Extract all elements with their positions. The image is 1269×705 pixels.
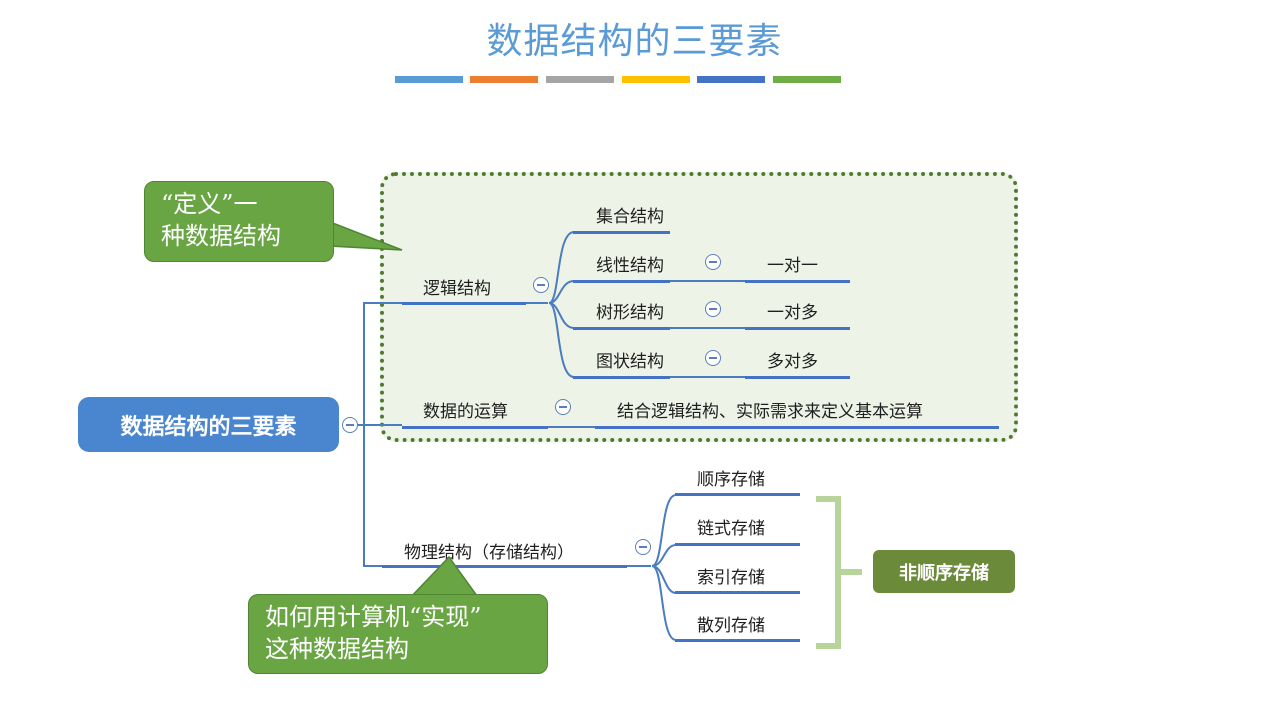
tree-detail-label: 一对多: [767, 303, 818, 323]
sequential-storage-label[interactable]: 顺序存储: [697, 470, 765, 490]
operation-collapse-icon[interactable]: [555, 399, 571, 415]
page-title: 数据结构的三要素: [486, 21, 783, 62]
color-bar-3: [546, 76, 614, 83]
implement-callout-line-2: 这种数据结构: [265, 635, 409, 663]
indexed-storage-underline: [675, 591, 800, 594]
implement-callout: 如何用计算机“实现” 这种数据结构: [248, 594, 548, 674]
operation-underline: [402, 426, 548, 429]
root-collapse-icon[interactable]: [342, 417, 358, 433]
sequential-storage-underline: [675, 493, 800, 496]
non-sequential-storage-badge: 非顺序存储: [873, 550, 1015, 593]
logic-and-operation-group-box: [380, 172, 1018, 442]
graph-structure-label[interactable]: 图状结构: [596, 352, 664, 372]
graph-structure-underline: [573, 376, 670, 379]
set-structure-label[interactable]: 集合结构: [596, 207, 664, 227]
define-callout-line-2: 种数据结构: [161, 222, 281, 250]
graph-detail-underline: [745, 376, 850, 379]
linked-storage-underline: [675, 543, 800, 546]
tree-structure-underline: [573, 327, 670, 330]
linear-structure-label[interactable]: 线性结构: [596, 256, 664, 276]
graph-detail-label: 多对多: [767, 352, 818, 372]
root-node[interactable]: 数据结构的三要素: [78, 397, 339, 452]
set-structure-underline: [573, 231, 670, 234]
color-bar-5: [697, 76, 765, 83]
hashed-storage-label[interactable]: 散列存储: [697, 616, 765, 636]
define-callout-line-1: “定义”一: [161, 190, 258, 218]
linear-collapse-icon[interactable]: [705, 254, 721, 270]
physical-collapse-icon[interactable]: [635, 539, 651, 555]
hashed-storage-underline: [675, 639, 800, 642]
logical-collapse-icon[interactable]: [533, 277, 549, 293]
linear-structure-underline: [573, 280, 670, 283]
physical-structure-label[interactable]: 物理结构（存储结构）: [404, 543, 574, 563]
physical-structure-underline: [382, 565, 627, 568]
color-bar-1: [395, 76, 463, 83]
tree-structure-label[interactable]: 树形结构: [596, 303, 664, 323]
color-bar-2: [470, 76, 538, 83]
logical-structure-label[interactable]: 逻辑结构: [423, 279, 491, 299]
operation-detail-underline: [595, 426, 999, 429]
color-bar-6: [773, 76, 841, 83]
color-bar-4: [622, 76, 690, 83]
logical-structure-underline: [402, 302, 526, 305]
tree-collapse-icon[interactable]: [705, 301, 721, 317]
define-callout: “定义”一 种数据结构: [144, 181, 334, 262]
tree-detail-underline: [745, 327, 850, 330]
linked-storage-label[interactable]: 链式存储: [697, 519, 765, 539]
linear-detail-label: 一对一: [767, 256, 818, 276]
graph-collapse-icon[interactable]: [705, 350, 721, 366]
indexed-storage-label[interactable]: 索引存储: [697, 568, 765, 588]
operation-detail-label: 结合逻辑结构、实际需求来定义基本运算: [617, 402, 923, 422]
implement-callout-line-1: 如何用计算机“实现”: [265, 603, 482, 631]
linear-detail-underline: [745, 280, 850, 283]
operation-label[interactable]: 数据的运算: [423, 402, 508, 422]
